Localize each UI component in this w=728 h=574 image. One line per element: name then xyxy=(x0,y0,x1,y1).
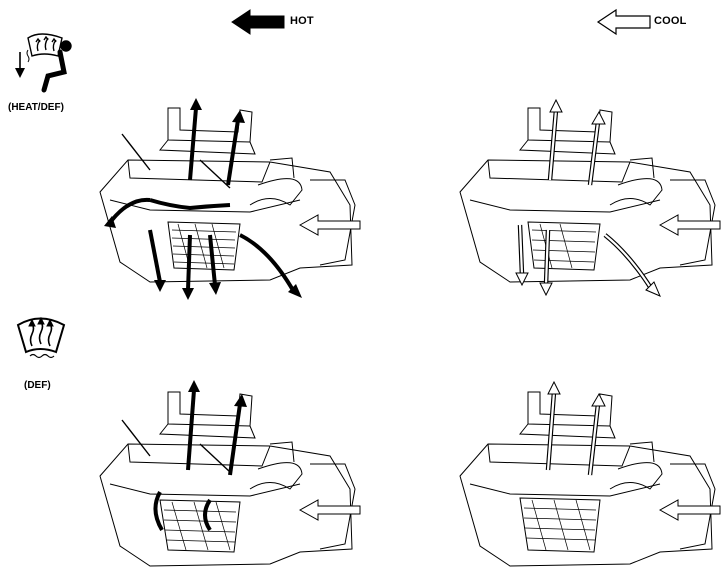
mode-label-def: (DEF) xyxy=(24,380,51,391)
cool-label: COOL xyxy=(654,15,687,27)
mode-label-heat-def: (HEAT/DEF) xyxy=(8,102,64,113)
hot-label: HOT xyxy=(290,15,314,27)
